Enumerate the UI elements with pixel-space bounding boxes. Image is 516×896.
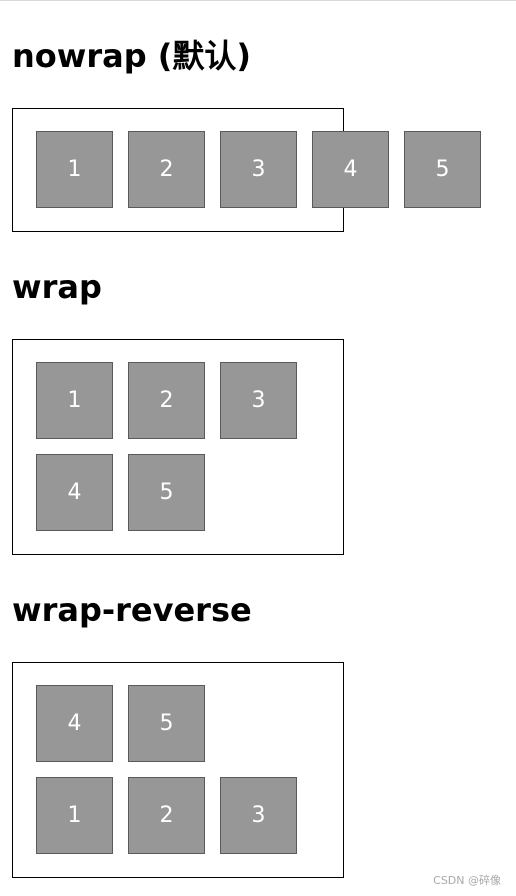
flex-container-wrap-reverse: 4 5 1 2 3	[12, 662, 344, 878]
flex-item: 5	[128, 454, 205, 531]
flex-item: 3	[220, 777, 297, 854]
flex-item: 1	[36, 362, 113, 439]
section-title-nowrap: nowrap (默认)	[12, 37, 252, 75]
flex-item: 1	[36, 777, 113, 854]
flex-item: 4	[36, 454, 113, 531]
flex-item: 3	[220, 131, 297, 208]
flex-item: 1	[36, 131, 113, 208]
section-title-wrap-reverse: wrap-reverse	[12, 591, 252, 629]
section-title-wrap: wrap	[12, 268, 102, 306]
flex-item: 4	[36, 685, 113, 762]
flex-item: 4	[312, 131, 389, 208]
flex-item: 3	[220, 362, 297, 439]
flex-container-nowrap: 1 2 3 4 5	[12, 108, 481, 232]
flex-item: 2	[128, 362, 205, 439]
flex-item: 5	[128, 685, 205, 762]
flex-item: 2	[128, 131, 205, 208]
top-divider	[0, 0, 516, 1]
flex-item: 2	[128, 777, 205, 854]
flex-container-wrap: 1 2 3 4 5	[12, 339, 344, 555]
watermark: CSDN @碎像	[433, 874, 501, 887]
flex-item: 5	[404, 131, 481, 208]
